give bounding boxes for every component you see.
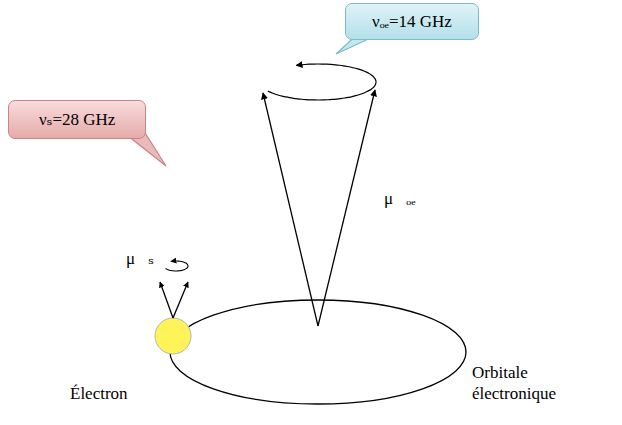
spin-vector bbox=[173, 282, 188, 318]
vector-label: μ⃗ₛ bbox=[126, 248, 154, 269]
frequency-callout: νₛ=28 GHz bbox=[8, 100, 146, 139]
moment-vector bbox=[263, 93, 318, 326]
precession-arrow bbox=[268, 64, 376, 100]
electron-circle bbox=[155, 318, 191, 354]
orbit-label: Orbitale électronique bbox=[472, 362, 582, 405]
frequency-text: νₒₑ=14 GHz bbox=[372, 11, 452, 32]
frequency-text: νₛ=28 GHz bbox=[39, 109, 115, 130]
frequency-callout: νₒₑ=14 GHz bbox=[345, 3, 479, 40]
orbit-ellipse bbox=[170, 300, 466, 404]
vector-label: μ⃗ₒₑ bbox=[384, 188, 416, 209]
spin-vector bbox=[160, 282, 173, 318]
electron-label: Électron bbox=[70, 383, 128, 404]
precession-arrow bbox=[166, 261, 188, 271]
moment-vector bbox=[318, 90, 375, 326]
